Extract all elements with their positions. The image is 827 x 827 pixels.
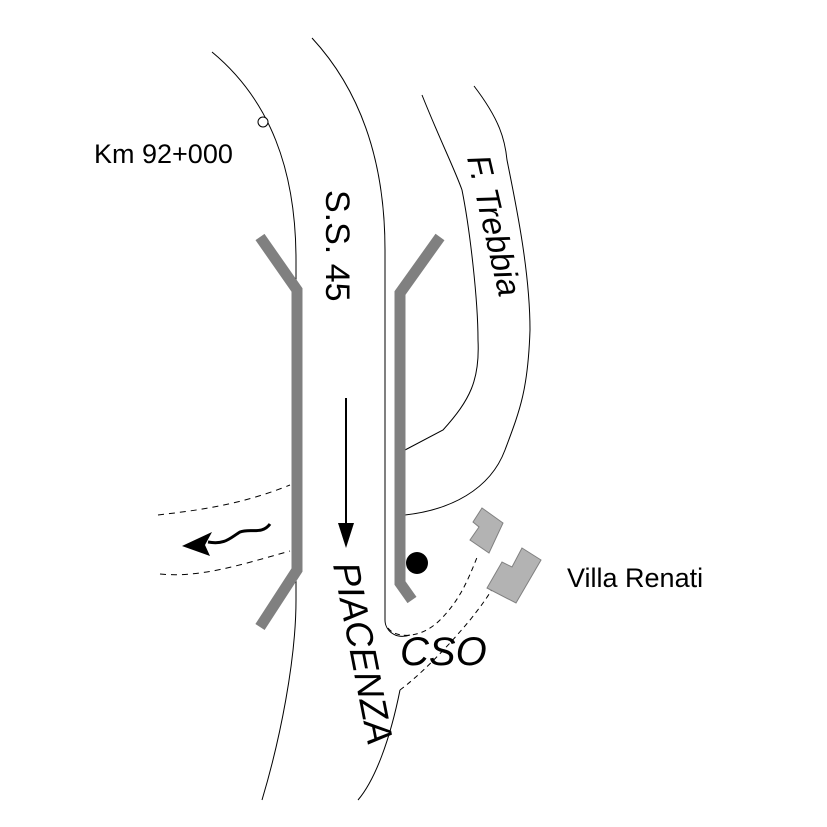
- road-west-edge: [211, 51, 297, 801]
- channel-west-lower: [159, 550, 291, 576]
- villa-label: Villa Renati: [567, 563, 703, 593]
- road-east-edge: [311, 37, 411, 637]
- point-icon: [406, 552, 428, 574]
- road-label: S.S. 45: [318, 190, 356, 302]
- barrier-east: [394, 233, 445, 604]
- barrier-west: [255, 233, 303, 630]
- cso-channel-upper: [387, 554, 479, 636]
- building-north[interactable]: [469, 507, 504, 554]
- building-south[interactable]: [486, 547, 542, 604]
- channel-west-upper: [157, 484, 291, 516]
- flow-arrow-icon: [182, 532, 212, 556]
- cso-label: CSO: [400, 630, 487, 674]
- flow-wavy-line: [207, 522, 272, 545]
- km-marker-label: Km 92+000: [94, 139, 233, 169]
- river-outer-bank: [404, 85, 531, 516]
- road-east-edge-lower: [357, 689, 401, 801]
- km-marker-icon: [257, 116, 269, 128]
- river-inner-bank: [404, 94, 479, 451]
- river-label: F. Trebbia: [460, 151, 528, 299]
- cso-channel-lower: [399, 569, 503, 691]
- destination-label: PIACENZA: [325, 559, 401, 748]
- direction-arrow-icon: [338, 523, 354, 548]
